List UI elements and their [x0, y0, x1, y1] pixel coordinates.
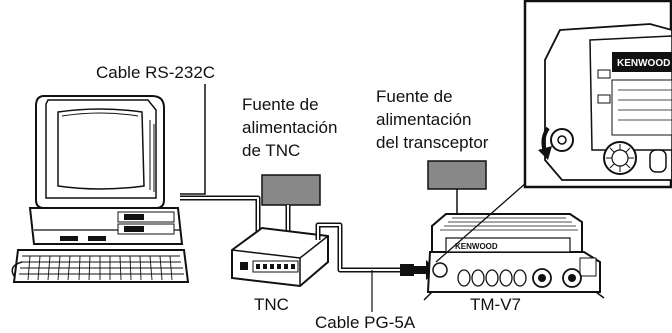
- computer-system-unit: [28, 207, 184, 245]
- trx-psu-label-line3: del transceptor: [376, 133, 489, 152]
- cable-pg5a-label: Cable PG-5A: [315, 313, 416, 332]
- zoom-pointer-line: [435, 174, 536, 263]
- transceiver-label: TM-V7: [470, 295, 521, 314]
- cable-rs232c-line: [180, 84, 261, 240]
- transceiver-packet-jack: [432, 262, 448, 278]
- cable-rs232c-label: Cable RS-232C: [96, 63, 215, 82]
- trx-psu-label-line2: alimentación: [376, 110, 471, 129]
- computer-keyboard: [11, 249, 190, 283]
- cable-pg5a-line: [315, 222, 438, 312]
- computer-monitor: [35, 95, 165, 209]
- tnc-label: TNC: [254, 295, 289, 314]
- tnc-unit: [231, 226, 329, 288]
- transceiver-brand: KENWOOD: [455, 242, 498, 251]
- tnc-psu-label-line3: de TNC: [242, 141, 300, 160]
- tnc-psu-label-line2: alimentación: [242, 118, 337, 137]
- inset-brand: KENWOOD: [617, 58, 670, 69]
- trx-psu-label-line1: Fuente de: [376, 87, 453, 106]
- pg5a-connector: [400, 264, 414, 276]
- tnc-psu-label-line1: Fuente de: [242, 95, 319, 114]
- tnc-power-supply: [261, 174, 321, 206]
- transceiver-tm-v7: KENWOOD: [423, 213, 605, 301]
- computer: [11, 95, 190, 283]
- transceiver-power-supply: [427, 160, 487, 190]
- detail-inset: KENWOOD: [523, 0, 672, 189]
